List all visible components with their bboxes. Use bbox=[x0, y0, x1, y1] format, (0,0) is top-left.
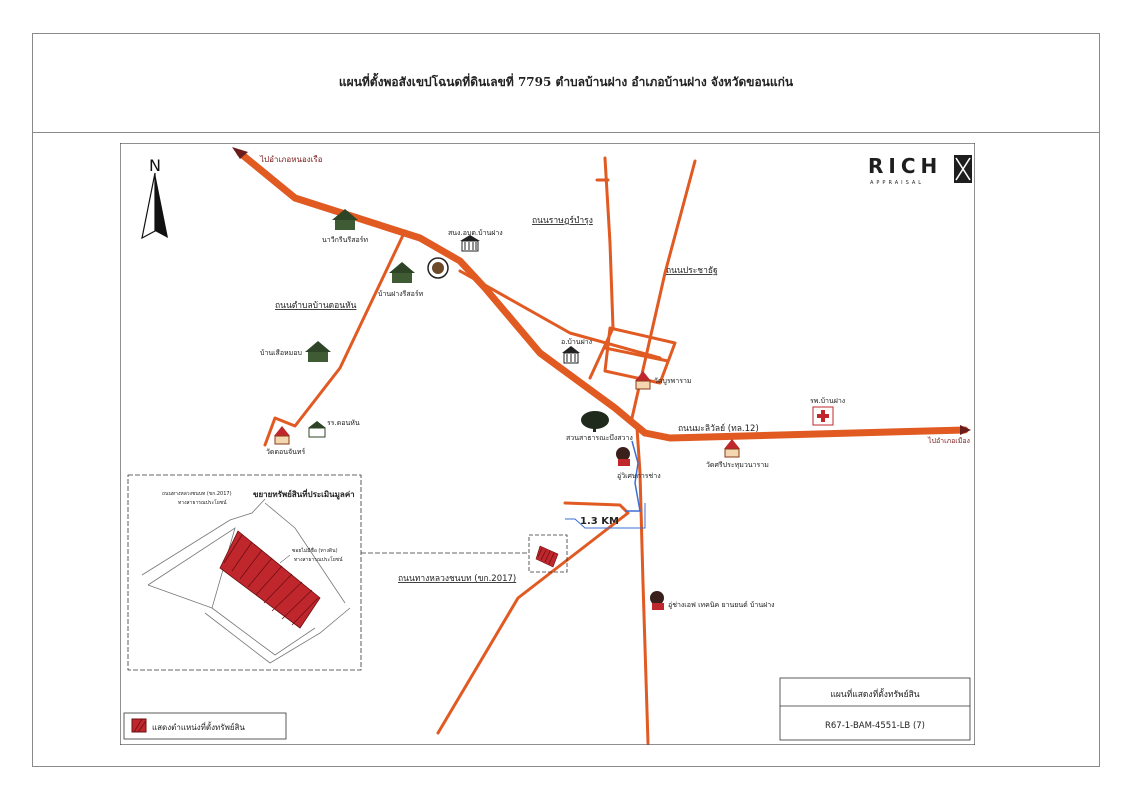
property-marker[interactable] bbox=[528, 534, 568, 573]
road-rural-2017 bbox=[436, 501, 630, 735]
landmark-garage: อู่วิเศษการช่าง bbox=[617, 472, 661, 480]
road-network bbox=[236, 149, 969, 745]
landmark-banfang-resort: บ้านฝางรีสอร์ท bbox=[378, 290, 424, 298]
label-ratchaburana: ถนนราษฎร์บำรุง bbox=[532, 215, 593, 226]
distance-marker: 1.3 KM bbox=[565, 503, 646, 529]
brand-logo: RICH APPRAISAL bbox=[868, 154, 972, 186]
temple-icon bbox=[724, 439, 740, 458]
road-grid-a bbox=[603, 326, 677, 385]
label-highway-12: ถนนมะลิวัลย์ (ทล.12) bbox=[678, 423, 759, 434]
road-highway-12 bbox=[641, 426, 969, 442]
road-grid-b bbox=[603, 346, 670, 363]
arrow-northwest bbox=[232, 147, 248, 159]
landmark-district-office: อ.บ้านฝาง bbox=[561, 338, 592, 346]
landmark-ban-suea: บ้านเสือหมอบ bbox=[260, 349, 302, 357]
inset-lane-sub: ทางสาธารณประโยชน์ bbox=[294, 556, 343, 563]
legend: แสดงตำแหน่งที่ตั้งทรัพย์สิน bbox=[123, 712, 287, 740]
landmark-hospital: รพ.บ้านฝาง bbox=[810, 397, 845, 405]
caption-title: แผนที่แสดงที่ตั้งทรัพย์สิน bbox=[830, 688, 919, 700]
road-prachathat bbox=[630, 159, 697, 420]
landmark-sao-office: สนง.อบต.บ้านฝาง bbox=[448, 229, 503, 237]
brand-subtitle: APPRAISAL bbox=[870, 180, 924, 186]
title-bar: แผนที่ตั้งพอสังเขปโฉนดที่ดินเลขที่ 7795 … bbox=[32, 33, 1100, 133]
inset-road-sub: ทางสาธารณประโยชน์ bbox=[178, 499, 227, 506]
label-rural-2017: ถนนทางหลวงชนบท (ขก.2017) bbox=[398, 574, 516, 584]
landmark-wat-sriprathum: วัดศรีประทุมวนาราม bbox=[706, 461, 769, 469]
inset-road-label: ถนนทางหลวงชนบท (ขก.2017) bbox=[162, 491, 232, 497]
landmark-wat-burapharam: วัดบูรพาราม bbox=[654, 377, 692, 385]
government-building-icon bbox=[562, 346, 580, 364]
arrow-east bbox=[960, 425, 971, 435]
road-ratchaburana bbox=[588, 156, 615, 380]
seal-icon bbox=[427, 257, 449, 279]
landmark-park: สวนสาธารณะบึงสวาง bbox=[566, 433, 633, 442]
document-frame bbox=[32, 33, 1100, 767]
legend-label: แสดงตำแหน่งที่ตั้งทรัพย์สิน bbox=[152, 721, 245, 732]
caption-code: R67-1-BAM-4551-LB (7) bbox=[825, 721, 925, 731]
landmark-garage-2: อู่ช่างเอฟ เทคนิค ยานยนต์ บ้านฝาง bbox=[668, 601, 775, 609]
road-don-han bbox=[263, 229, 407, 447]
label-don-han: ถนนตำบลบ้านดอนหัน bbox=[275, 300, 357, 311]
road-main-diagonal bbox=[236, 149, 649, 437]
school-icon bbox=[308, 421, 326, 438]
mechanic-icon bbox=[616, 447, 630, 466]
government-building-icon bbox=[460, 235, 480, 252]
compass: N bbox=[141, 156, 168, 240]
label-to-nong-ruea: ไปอำเภอหนองเรือ bbox=[259, 155, 323, 164]
brand-name: RICH bbox=[868, 154, 942, 178]
road-connector bbox=[458, 269, 662, 360]
hospital-icon bbox=[812, 406, 834, 426]
mechanic-icon bbox=[650, 591, 664, 610]
landmark-nawa-green: นาวีกรีนรีสอร์ท bbox=[322, 236, 368, 244]
page-title: แผนที่ตั้งพอสังเขปโฉนดที่ดินเลขที่ 7795 … bbox=[338, 75, 794, 89]
house-icon bbox=[305, 341, 331, 362]
distance-label: 1.3 KM bbox=[580, 516, 619, 527]
inset-map: ถนนทางหลวงชนบท (ขก.2017) ทางสาธารณประโยช… bbox=[127, 474, 362, 671]
tree-icon bbox=[581, 411, 609, 432]
map-canvas[interactable]: N RICH APPRAISAL ไปอำเภอหนองเรือ ถนนราษฎ… bbox=[120, 143, 975, 745]
compass-label: N bbox=[149, 156, 161, 175]
landmark-school: รร.ดอนหัน bbox=[327, 419, 360, 427]
house-icon bbox=[332, 209, 358, 230]
water-stream bbox=[625, 440, 641, 512]
temple-icon bbox=[635, 371, 651, 390]
landmark-wat-don-chan: วัดดอนจันทร์ bbox=[266, 448, 306, 456]
caption-block: แผนที่แสดงที่ตั้งทรัพย์สิน R67-1-BAM-455… bbox=[779, 677, 971, 741]
inset-title: ขยายทรัพย์สินที่ประเมินมูลค่า bbox=[253, 488, 355, 500]
label-prachathat: ถนนประชาธัฐ bbox=[666, 266, 718, 276]
inset-lane-label: ซอยไม่มีชื่อ (ทางดิน) bbox=[292, 547, 338, 554]
temple-icon bbox=[274, 426, 290, 445]
house-icon bbox=[389, 262, 415, 283]
label-to-mueang: ไปอำเภอเมือง bbox=[927, 436, 970, 445]
